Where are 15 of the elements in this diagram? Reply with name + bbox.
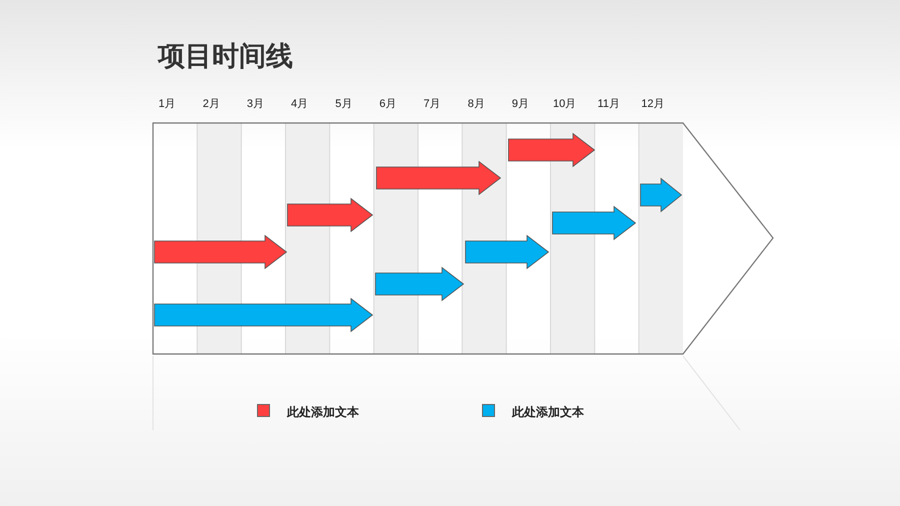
month-label: 7月 bbox=[422, 97, 442, 111]
month-label: 8月 bbox=[466, 97, 486, 111]
month-label: 9月 bbox=[510, 97, 530, 111]
month-label: 5月 bbox=[334, 97, 354, 111]
month-label: 2月 bbox=[202, 97, 221, 111]
month-label: 4月 bbox=[290, 97, 310, 111]
month-label: 1月 bbox=[158, 97, 177, 111]
month-label: 10月 bbox=[552, 97, 578, 111]
month-label: 3月 bbox=[246, 97, 265, 111]
legend-label: 此处添加文本 bbox=[512, 404, 584, 421]
legend-label: 此处添加文本 bbox=[287, 404, 359, 421]
month-label: 6月 bbox=[378, 97, 398, 111]
title: 项目时间线 bbox=[158, 40, 293, 73]
month-label: 11月 bbox=[596, 97, 621, 111]
month-label: 12月 bbox=[640, 97, 666, 111]
